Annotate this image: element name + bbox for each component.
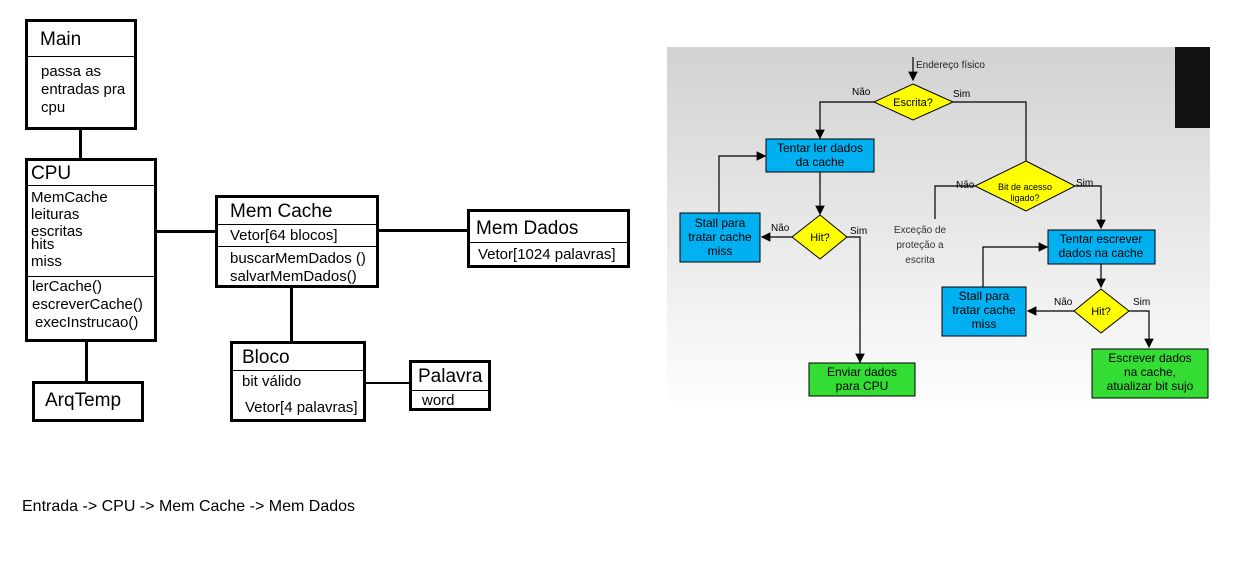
enviar-label: para CPU (836, 379, 889, 393)
cpu-attribute: hits (31, 236, 55, 253)
memcache-class-title: Mem Cache (218, 198, 376, 225)
connector-cpu-arqtemp (85, 340, 88, 382)
memcache-attributes: Vetor[64 blocos] (218, 225, 376, 247)
stall2-label: Stall para (959, 289, 1010, 303)
hit1-label: Hit? (810, 232, 830, 244)
escrever-label: atualizar bit sujo (1107, 379, 1194, 393)
main-body-line: entradas pra (41, 81, 126, 98)
escrita-decision: Escrita? (872, 83, 955, 121)
start-label: Endereço físico (916, 60, 985, 71)
connector-cpu-memcache (155, 230, 217, 233)
cpu-methods: lerCache() escreverCache() execInstrucao… (28, 277, 154, 332)
edge-label-nao: Não (771, 223, 790, 234)
palavra-class-box: Palavra word (409, 360, 491, 411)
hit2-decision: Hit? (1073, 288, 1130, 334)
stall1-process: Stall para tratar cache miss (679, 212, 761, 263)
memdados-class-box: Mem Dados Vetor[1024 palavras] (467, 209, 630, 268)
arqtemp-class-box: ArqTemp (32, 381, 144, 422)
cpu-class-box: CPU MemCache leituras escritas hits miss… (25, 158, 157, 342)
memdados-class-title: Mem Dados (470, 212, 627, 243)
escrever-label: na cache, (1124, 365, 1176, 379)
connector-main-cpu (79, 128, 82, 160)
connector-memcache-bloco (290, 287, 293, 342)
cpu-class-title: CPU (28, 161, 154, 186)
main-class-title: Main (28, 22, 134, 57)
escrita-label: Escrita? (893, 97, 933, 109)
palavra-attribute: word (422, 392, 455, 409)
escrever-label: Escrever dados (1108, 351, 1191, 365)
excecao-label: proteção a (896, 240, 944, 251)
main-class-box: Main passa as entradas pra cpu (25, 19, 137, 130)
tentar-ler-process: Tentar ler dados da cache (765, 138, 875, 173)
memdados-attribute: Vetor[1024 palavras] (478, 246, 616, 263)
stall1-label: miss (708, 244, 733, 258)
bloco-class-title: Bloco (233, 344, 363, 371)
bit-acesso-label: ligado? (1010, 193, 1039, 203)
memdados-attributes: Vetor[1024 palavras] (470, 243, 627, 264)
edge-label-sim: Sim (953, 89, 970, 100)
palavra-class-title: Palavra (412, 363, 488, 391)
edge-label-sim: Sim (1076, 178, 1093, 189)
stall2-label: tratar cache (952, 303, 1016, 317)
memcache-attribute: Vetor[64 blocos] (230, 227, 338, 244)
memcache-method: buscarMemDados () (230, 250, 366, 267)
cpu-attribute: MemCache (31, 189, 108, 206)
tentar-escrever-process: Tentar escrever dados na cache (1047, 229, 1156, 265)
excecao-text: Exceção de proteção a escrita (894, 225, 947, 266)
main-body-line: cpu (41, 99, 66, 116)
enviar-terminal: Enviar dados para CPU (808, 362, 916, 397)
stall2-process: Stall para tratar cache miss (941, 286, 1027, 337)
bloco-class-box: Bloco bit válido Vetor[4 palavras] (230, 341, 366, 422)
bit-acesso-decision: Bit de acesso ligado? (973, 160, 1077, 212)
main-class-body: passa as entradas pra cpu (28, 57, 134, 117)
memcache-methods: buscarMemDados () salvarMemDados() (218, 247, 376, 286)
flowchart-dark-panel (1175, 47, 1210, 128)
cpu-attribute: miss (31, 253, 62, 270)
edge-label-nao: Não (956, 180, 975, 191)
cpu-attribute: escritas (31, 223, 83, 240)
edge-label-sim: Sim (850, 226, 867, 237)
cpu-attributes: MemCache leituras escritas hits miss (28, 186, 154, 277)
cpu-method: escreverCache() (32, 296, 143, 313)
main-body-line: passa as (41, 63, 102, 80)
bloco-attribute: bit válido (242, 373, 302, 390)
tentar-ler-label: da cache (796, 155, 845, 169)
tentar-escrever-label: dados na cache (1059, 246, 1144, 260)
edge-label-nao: Não (852, 87, 871, 98)
stall2-label: miss (972, 317, 997, 331)
excecao-label: Exceção de (894, 225, 947, 236)
edge-label-sim: Sim (1133, 297, 1150, 308)
cpu-attribute: leituras (31, 206, 80, 223)
hit2-label: Hit? (1091, 306, 1111, 318)
bloco-attributes: bit válido Vetor[4 palavras] (233, 371, 363, 417)
arqtemp-class-title: ArqTemp (45, 390, 122, 411)
cpu-method: lerCache() (32, 278, 103, 295)
cache-flowchart: Escrita? Tentar ler dados da cache Stall… (667, 47, 1210, 401)
excecao-label: escrita (905, 255, 935, 266)
enviar-label: Enviar dados (827, 365, 897, 379)
stall1-label: tratar cache (688, 230, 752, 244)
bit-acesso-label: Bit de acesso (998, 182, 1052, 192)
palavra-attributes: word (412, 391, 488, 410)
escrever-terminal: Escrever dados na cache, atualizar bit s… (1091, 348, 1209, 399)
memcache-method: salvarMemDados() (230, 268, 357, 285)
bloco-attribute: Vetor[4 palavras] (245, 399, 358, 416)
connector-memcache-memdados (378, 229, 469, 232)
tentar-ler-label: Tentar ler dados (777, 141, 863, 155)
flow-caption: Entrada -> CPU -> Mem Cache -> Mem Dados (22, 498, 356, 515)
memcache-class-box: Mem Cache Vetor[64 blocos] buscarMemDado… (215, 195, 379, 288)
edge-label-nao: Não (1054, 297, 1073, 308)
connector-bloco-palavra (365, 382, 411, 384)
tentar-escrever-label: Tentar escrever (1060, 232, 1143, 246)
hit1-decision: Hit? (791, 214, 848, 260)
stall1-label: Stall para (695, 216, 746, 230)
cpu-method: execInstrucao() (35, 314, 139, 331)
